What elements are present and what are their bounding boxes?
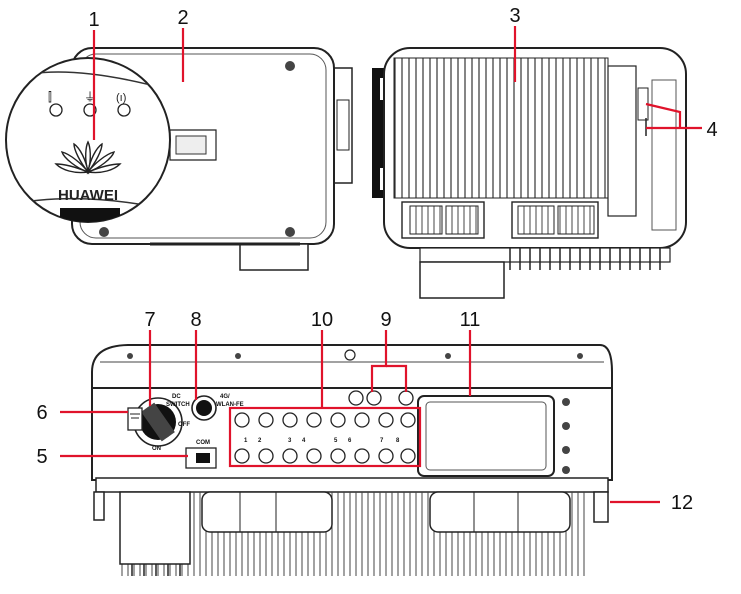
rear-fans xyxy=(401,201,599,239)
switch-off-label: OFF xyxy=(178,422,190,428)
com-label: COM xyxy=(196,440,210,446)
mounting-bracket xyxy=(593,491,609,523)
antenna-port[interactable] xyxy=(191,395,217,421)
pv-led-icon: ⫿ xyxy=(48,90,52,104)
antenna-label-1: 4G/ xyxy=(220,394,230,400)
dc-switch-label-2: SWITCH xyxy=(166,402,190,408)
callout-4: 4 xyxy=(706,119,717,141)
callout-2: 2 xyxy=(177,7,188,29)
callout-lines xyxy=(60,26,702,504)
callout-numbers: 1 2 3 4 5 6 7 8 9 10 11 12 xyxy=(36,5,717,514)
pv-label-3: 3 xyxy=(288,438,292,444)
pv-label-2: 2 xyxy=(258,438,262,444)
callout-11: 11 xyxy=(460,309,481,331)
pv-label-7: 7 xyxy=(380,438,384,444)
bottom-fan-left xyxy=(201,491,333,533)
callout-1: 1 xyxy=(88,9,99,31)
ground-point-icon xyxy=(127,407,143,431)
pv-label-5: 5 xyxy=(334,438,338,444)
vent-valve-2 xyxy=(398,390,414,406)
ac-wiring-box[interactable] xyxy=(417,395,570,477)
com-port[interactable] xyxy=(185,447,217,469)
bottom-view: DC SWITCH OFF ON 4G/ WLAN-FE COM xyxy=(91,344,613,576)
callout-3: 3 xyxy=(509,5,520,27)
callout-8: 8 xyxy=(190,309,201,331)
huawei-logo-icon xyxy=(54,140,122,175)
dc-input-terminals[interactable] xyxy=(234,412,416,464)
comm-led-icon: (ı) xyxy=(116,92,126,104)
callout-9: 9 xyxy=(380,309,391,331)
vent-valve-1 xyxy=(366,390,382,406)
callout-6: 6 xyxy=(36,402,47,424)
dc-switch-label-1: DC xyxy=(172,394,181,400)
bottom-fan-right xyxy=(429,491,571,533)
antenna-label-2: WLAN-FE xyxy=(216,402,244,408)
callout-10: 10 xyxy=(311,309,333,331)
pv-label-6: 6 xyxy=(348,438,352,444)
callout-5: 5 xyxy=(36,446,47,468)
pv-label-8: 8 xyxy=(396,438,400,444)
pv-label-1: 1 xyxy=(244,438,248,444)
brand-label: HUAWEI xyxy=(58,187,118,204)
callout-12: 12 xyxy=(671,492,693,514)
switch-on-label: ON xyxy=(152,446,161,452)
rear-view xyxy=(372,47,687,299)
pv-label-4: 4 xyxy=(302,438,306,444)
callout-7: 7 xyxy=(144,309,155,331)
